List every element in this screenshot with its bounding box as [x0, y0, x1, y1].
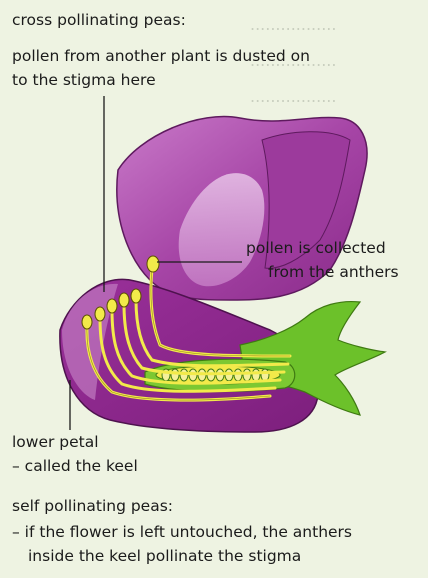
lower-petal-label: lower petal	[12, 432, 99, 453]
self-pollination-line-2: inside the keel pollinate the stigma	[28, 546, 301, 567]
self-pollination-line-1: – if the flower is left untouched, the a…	[12, 522, 352, 543]
keel-label: – called the keel	[12, 456, 138, 477]
cross-pollination-line-2: to the stigma here	[12, 70, 156, 91]
pollen-label-line-2: from the anthers	[268, 262, 399, 283]
pollen-label-line-1: pollen is collected	[246, 238, 386, 259]
self-pollination-heading: self pollinating peas:	[12, 496, 173, 517]
cross-pollination-heading: cross pollinating peas:	[12, 10, 186, 31]
cross-pollination-line-1: pollen from another plant is dusted on	[12, 46, 310, 67]
